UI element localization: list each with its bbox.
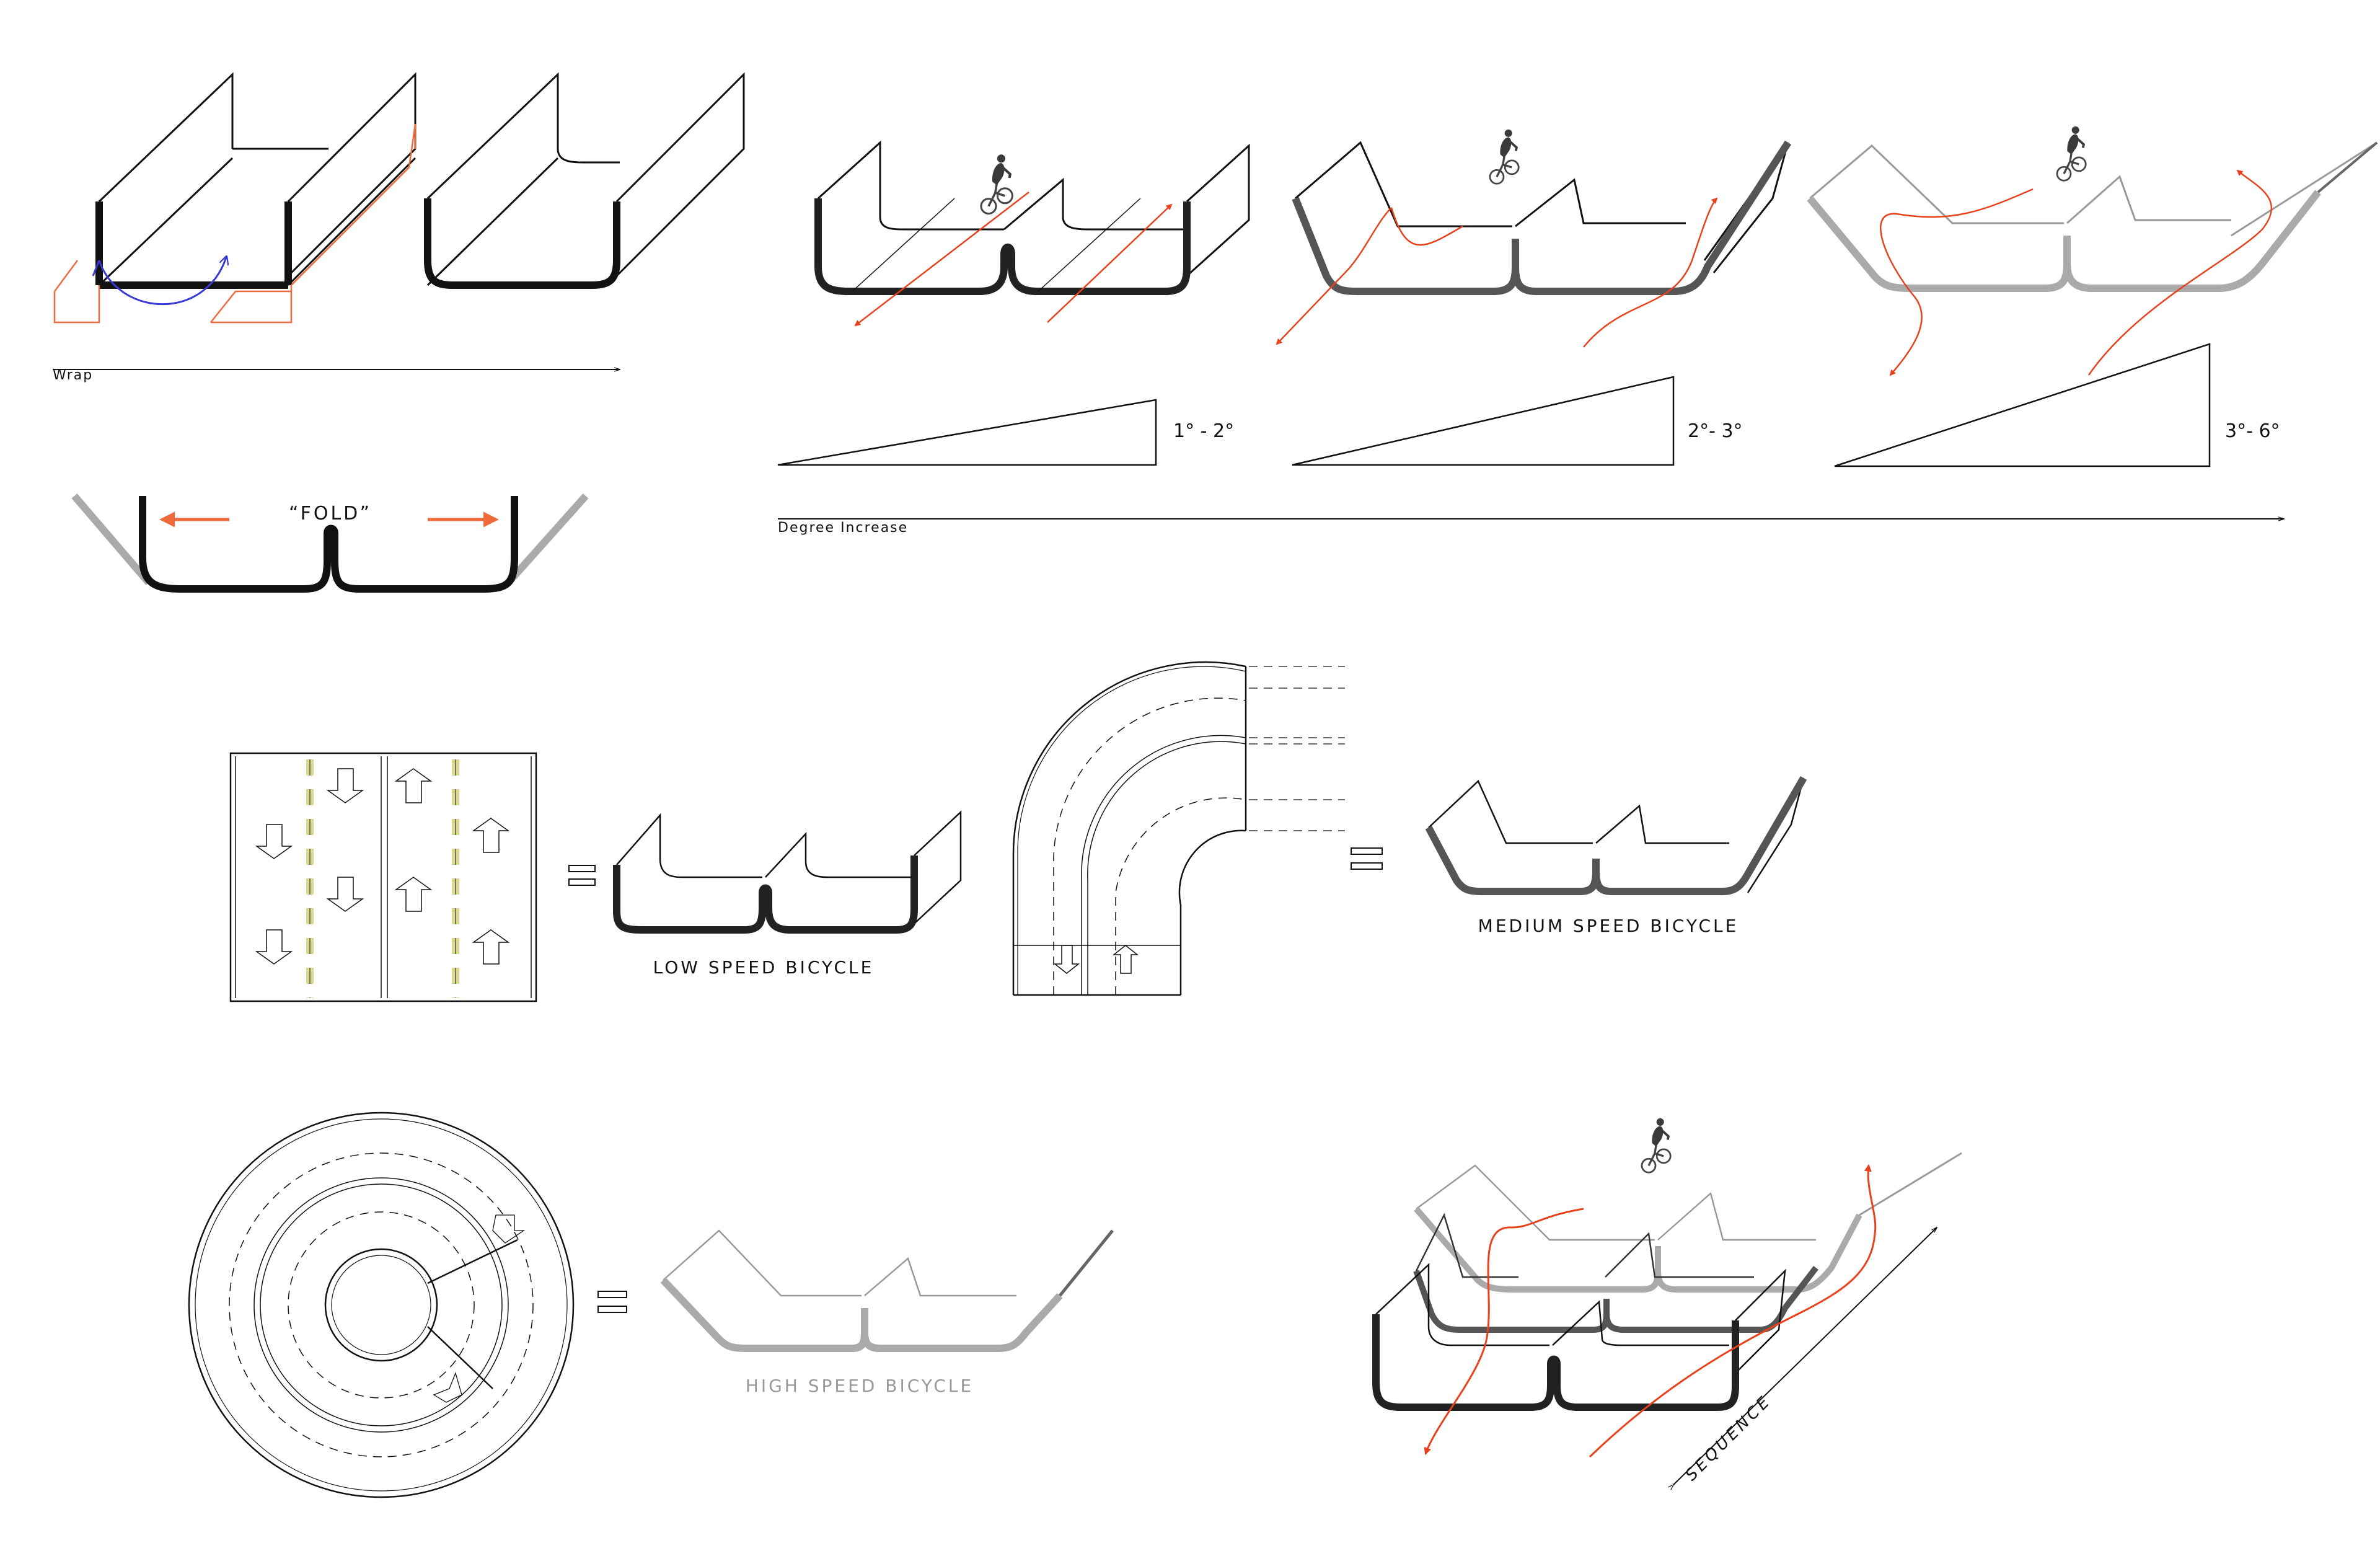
- roundabout-plan: [188, 1112, 575, 1498]
- square-channel: [95, 72, 416, 289]
- double-channel-medium-slope: [1276, 128, 1792, 348]
- equals-sign-icon: [568, 865, 596, 886]
- fold-label: “FOLD”: [289, 503, 372, 524]
- wrap-rotation-arrow: [98, 257, 226, 306]
- slope-triangle-2: [1292, 376, 1675, 466]
- wrap-orange-ghost: [53, 123, 416, 324]
- equals-sign-icon-3: [597, 1291, 627, 1313]
- wrap-label: Wrap: [53, 368, 93, 383]
- low-speed-channel: [613, 810, 962, 934]
- low-speed-label: LOW SPEED BICYCLE: [653, 957, 875, 978]
- degree-increase-label: Degree Increase: [778, 520, 908, 536]
- slope-label-2: 2°- 3°: [1688, 420, 1743, 442]
- high-speed-channel: [660, 1229, 1114, 1352]
- fold-diagram: “FOLD”: [71, 493, 589, 593]
- slope-label-1: 1° - 2°: [1173, 420, 1234, 442]
- slope-triangle-3: [1834, 343, 2211, 467]
- double-channel-high-slope: [1807, 125, 2378, 376]
- rounded-channel: [424, 72, 745, 289]
- equals-sign-icon-2: [1351, 847, 1383, 870]
- straight-road-plan: [229, 752, 537, 1002]
- slope-triangles: [777, 343, 2211, 467]
- slope-label-3: 3°- 6°: [2225, 420, 2280, 442]
- slope-triangle-1: [777, 399, 1157, 466]
- curved-road-plan: [1012, 661, 1345, 996]
- medium-speed-label: MEDIUM SPEED BICYCLE: [1478, 916, 1739, 936]
- medium-speed-channel: [1425, 776, 1807, 895]
- double-channel-low-slope: [814, 140, 1250, 327]
- high-speed-label: HIGH SPEED BICYCLE: [746, 1376, 974, 1396]
- sequence-composite: [1372, 1116, 1962, 1485]
- wrap-diagram: Wrap: [53, 72, 745, 383]
